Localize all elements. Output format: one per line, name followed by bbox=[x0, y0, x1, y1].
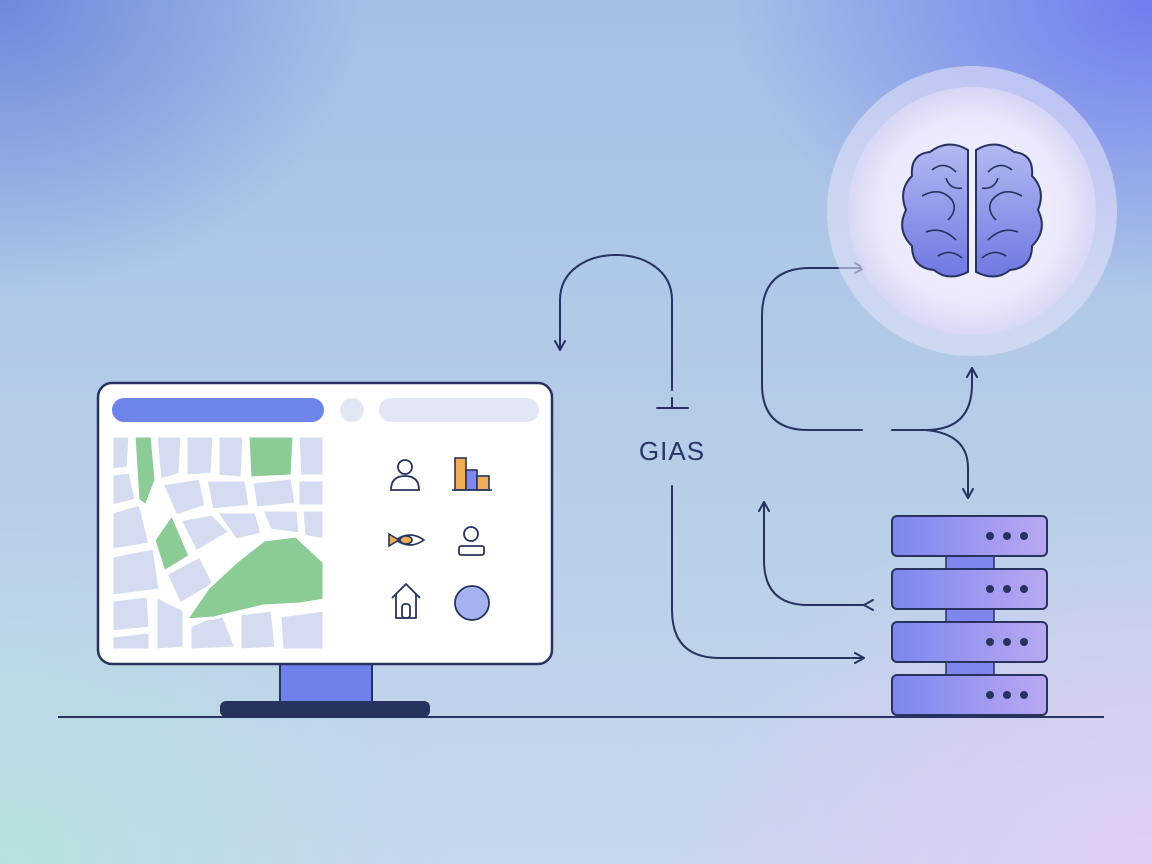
brain-icon bbox=[901, 143, 1043, 278]
map-block bbox=[184, 434, 216, 478]
monitor-stand-base bbox=[220, 701, 430, 717]
map-block bbox=[110, 502, 152, 552]
screen-search-bar bbox=[379, 398, 539, 422]
bidirectional-arrow bbox=[758, 501, 874, 611]
person-icon[interactable] bbox=[390, 459, 420, 491]
house-icon[interactable] bbox=[391, 583, 421, 619]
map-block bbox=[278, 608, 326, 652]
map-panel bbox=[110, 433, 326, 652]
gias-label: GIAS bbox=[638, 436, 706, 466]
server-stack bbox=[891, 515, 1048, 716]
monitor bbox=[96, 381, 554, 717]
map-block bbox=[204, 478, 252, 512]
server-unit bbox=[891, 515, 1048, 557]
brain-halo bbox=[848, 87, 1096, 335]
map-park bbox=[246, 434, 296, 480]
map-park bbox=[184, 534, 326, 622]
brain-node bbox=[827, 66, 1117, 356]
circle-icon[interactable] bbox=[454, 585, 490, 621]
buildings-icon[interactable] bbox=[452, 457, 492, 491]
flow-connectors bbox=[554, 254, 978, 664]
user-badge-icon[interactable] bbox=[458, 526, 485, 556]
map-block bbox=[250, 476, 298, 510]
map-block bbox=[296, 478, 326, 508]
loop-arrow bbox=[554, 254, 673, 391]
map-block bbox=[110, 594, 152, 634]
map-block bbox=[110, 630, 152, 652]
map-park bbox=[152, 512, 192, 574]
server-unit bbox=[891, 568, 1048, 610]
map-block bbox=[260, 508, 302, 536]
map-block bbox=[154, 594, 186, 652]
map-block bbox=[110, 470, 138, 508]
map-park bbox=[132, 434, 158, 508]
split-arrow-down bbox=[925, 429, 974, 499]
map-block bbox=[296, 434, 326, 478]
map-block bbox=[238, 608, 278, 652]
server-unit bbox=[891, 674, 1048, 716]
screen-title-bar bbox=[112, 398, 324, 422]
server-unit bbox=[891, 621, 1048, 663]
map-block bbox=[154, 434, 184, 482]
screen-dot bbox=[340, 398, 364, 422]
server-icon bbox=[891, 515, 1048, 716]
monitor-stand-neck bbox=[279, 663, 373, 705]
map-block bbox=[300, 508, 326, 542]
map-block bbox=[160, 476, 208, 518]
fish-icon[interactable] bbox=[388, 532, 426, 548]
map-block bbox=[110, 546, 162, 598]
arrow-to-brain bbox=[761, 262, 865, 431]
split-arrow-up bbox=[891, 367, 978, 431]
map-block bbox=[216, 434, 246, 480]
arrow-to-storage bbox=[671, 485, 865, 664]
map-block bbox=[110, 434, 132, 472]
map-block bbox=[214, 510, 264, 542]
